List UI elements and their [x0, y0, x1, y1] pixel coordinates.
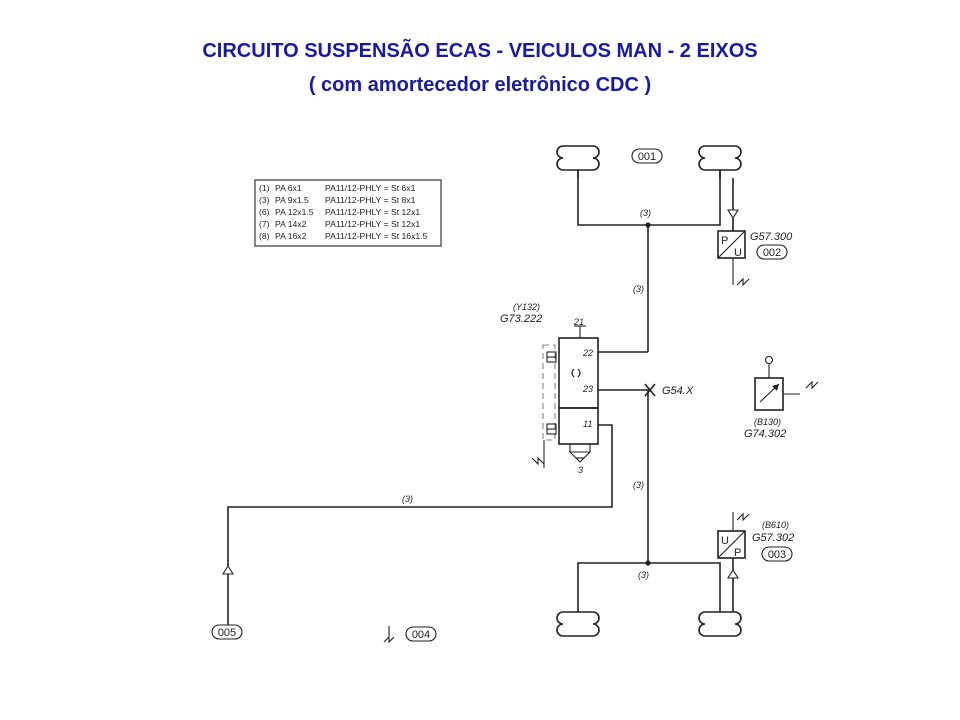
legend-phly: PA11/12-PHLY = St 6x1: [325, 183, 416, 193]
valve-port-23: 23: [582, 384, 593, 394]
legend-pa: PA 6x1: [275, 183, 302, 193]
valve-code: G73.222: [500, 313, 542, 325]
legend-phly: PA11/12-PHLY = St 8x1: [325, 195, 416, 205]
sensor-top-code: G57.300: [750, 231, 793, 243]
valve-ref: (Y132): [513, 302, 540, 312]
component-badge-001: 001: [631, 148, 663, 164]
valve-port-22: 22: [582, 348, 593, 358]
diagram-title: CIRCUITO SUSPENSÃO ECAS - VEICULOS MAN -…: [202, 40, 758, 62]
component-badge-004: 004: [405, 626, 437, 642]
svg-text:004: 004: [412, 629, 430, 641]
legend-pa: PA 12x1.5: [275, 207, 314, 217]
pipe-legend: (1) PA 6x1 PA11/12-PHLY = St 6x1 (3) PA 9x1.…: [254, 179, 442, 247]
voltage-label-u: U: [721, 535, 729, 547]
legend-code: (7): [259, 219, 270, 229]
rear-axle-pipes: [222, 390, 739, 625]
pipe-label: (3): [640, 208, 651, 218]
pipe-label: (3): [633, 480, 644, 490]
height-sensor-code: G74.302: [744, 428, 786, 440]
component-badge-005: 005: [211, 624, 243, 640]
legend-phly: PA11/12-PHLY = St 12x1: [325, 207, 420, 217]
pressure-sensor-bottom: U P: [717, 512, 750, 559]
legend-pa: PA 14x2: [275, 219, 307, 229]
component-badge-003: 003: [761, 546, 793, 562]
front-axle-pipes: [577, 170, 739, 353]
pressure-sensor-top: P U: [717, 230, 750, 287]
test-port: [644, 383, 656, 397]
svg-text:001: 001: [638, 151, 656, 163]
pipe-label: (3): [633, 284, 644, 294]
electric-symbol-icon: [531, 456, 545, 466]
valve-port-21: 21: [573, 317, 584, 327]
component-badge-002: 002: [756, 244, 788, 260]
sensor-bottom-code: G57.302: [752, 532, 794, 544]
legend-code: (6): [259, 207, 270, 217]
pipe-label: (3): [638, 570, 649, 580]
sensor-bottom-ref: (B610): [762, 520, 789, 530]
air-spring-rear-left: [556, 611, 600, 637]
pressure-label-p: P: [721, 235, 728, 247]
svg-text:005: 005: [218, 627, 236, 639]
legend-pa: PA 9x1.5: [275, 195, 309, 205]
legend-code: (3): [259, 195, 270, 205]
pressure-label-p: P: [734, 547, 741, 559]
svg-text:003: 003: [768, 549, 786, 561]
svg-text:002: 002: [763, 247, 781, 259]
valve-port-11: 11: [583, 419, 592, 429]
electric-symbol-icon: [805, 380, 819, 390]
pipe-label: (3): [402, 494, 413, 504]
air-spring-rear-right: [698, 611, 742, 637]
diagram-subtitle: ( com amortecedor eletrônico CDC ): [308, 74, 652, 96]
voltage-label-u: U: [734, 247, 742, 259]
electric-symbol-icon: [383, 626, 395, 644]
leveling-valve: [531, 325, 650, 468]
legend-code: (8): [259, 231, 270, 241]
legend-code: (1): [259, 183, 270, 193]
test-port-code: G54.X: [662, 385, 694, 397]
legend-phly: PA11/12-PHLY = St 16x1.5: [325, 231, 428, 241]
electric-symbol-icon: [736, 512, 750, 522]
height-sensor-ref: (B130): [754, 417, 781, 427]
valve-port-3: 3: [578, 465, 583, 475]
electric-symbol-icon: [736, 277, 750, 287]
legend-phly: PA11/12-PHLY = St 12x1: [325, 219, 420, 229]
legend-pa: PA 16x2: [275, 231, 307, 241]
height-sensor: [754, 355, 819, 411]
